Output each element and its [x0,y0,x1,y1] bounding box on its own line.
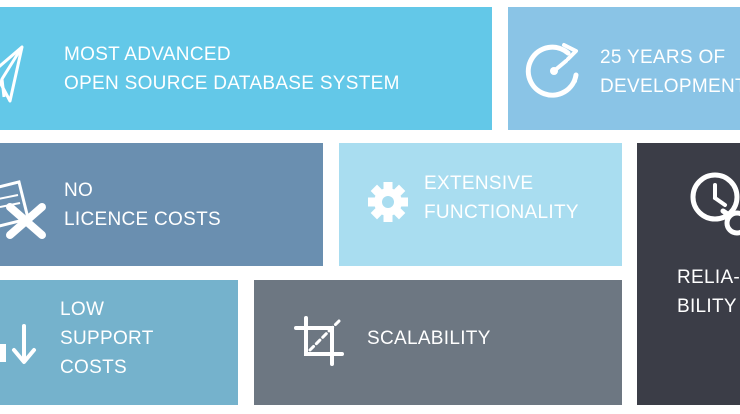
speedometer-icon [524,41,584,98]
no-licence-icon [0,180,48,239]
tile-reliability: RELIA- BILITY [637,143,740,405]
tile-most-advanced-label: MOST ADVANCED OPEN SOURCE DATABASE SYSTE… [64,44,400,94]
tile-reliability-label: RELIA- BILITY [677,267,740,317]
paper-plane-icon [0,45,24,105]
tile-years-development-label: 25 YEARS OF DEVELOPMENT [600,47,740,97]
tile-scalability-label: SCALABILITY [367,328,491,349]
tile-low-support-costs: LOW SUPPORT COSTS [0,280,238,405]
crop-icon [294,316,346,368]
down-arrow-icon [0,322,40,368]
tile-no-licence-costs: NO LICENCE COSTS [0,143,323,266]
tile-extensive-functionality: EXTENSIVE FUNCTIONALITY [339,143,622,266]
tile-scalability: SCALABILITY [254,280,622,405]
tile-extensive-functionality-label: EXTENSIVE FUNCTIONALITY [424,173,579,223]
gear-icon [367,181,409,223]
tile-years-development: 25 YEARS OF DEVELOPMENT [508,7,740,130]
tile-low-support-costs-label: LOW SUPPORT COSTS [60,299,154,378]
tile-no-licence-costs-label: NO LICENCE COSTS [64,180,221,230]
clock-search-icon [687,171,740,241]
tile-most-advanced: MOST ADVANCED OPEN SOURCE DATABASE SYSTE… [0,7,492,130]
